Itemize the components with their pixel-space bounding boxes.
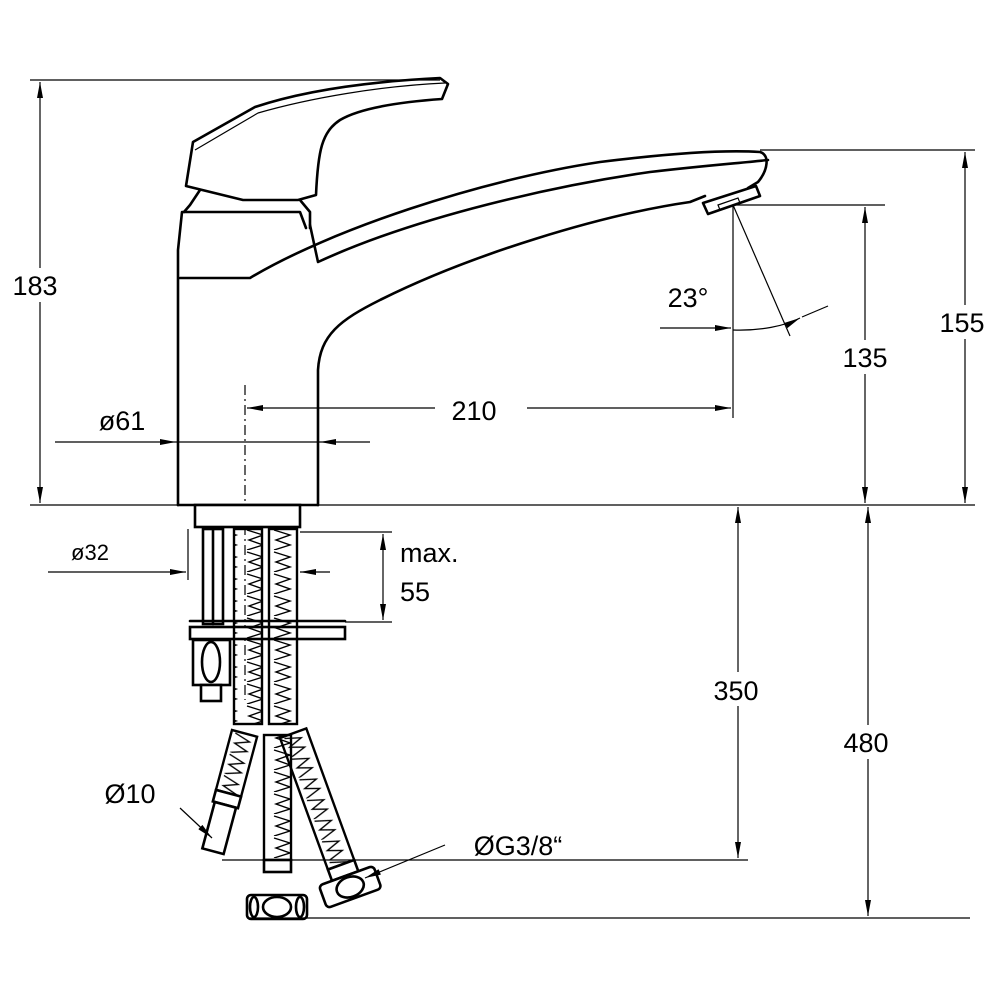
body-diameter-label: ø61	[99, 406, 146, 436]
faucet-body	[176, 150, 770, 507]
dimension-spout-height: 155	[760, 149, 995, 503]
lever-handle	[182, 76, 450, 230]
dimension-hose-length-long: 480	[250, 507, 970, 919]
dimension-outlet-clearance: 135	[735, 204, 895, 503]
total-height-label: 183	[12, 271, 57, 301]
flexible-hoses	[200, 527, 382, 921]
spray-angle-label: 23°	[668, 283, 709, 313]
max-thickness-label-line2: 55	[400, 577, 430, 607]
callout-connection-thread: ØG3/8“	[364, 831, 563, 879]
mounting-assembly	[188, 503, 347, 703]
shank-diameter-label: ø32	[71, 540, 109, 565]
hose-upper-right	[267, 527, 299, 726]
dimension-shank-diameter: ø32	[48, 529, 330, 580]
connection-thread-label: ØG3/8“	[474, 831, 563, 861]
dimension-spray-angle: 23°	[660, 204, 829, 418]
max-thickness-label-line1: max.	[400, 538, 459, 568]
hose-length-short-label: 350	[713, 676, 758, 706]
dimension-total-height: 183	[5, 79, 440, 503]
spout-reach-label: 210	[451, 396, 496, 426]
hose-diameter-label: Ø10	[104, 779, 155, 809]
hose-lower-angled	[278, 726, 382, 909]
spout-height-label: 155	[939, 308, 984, 338]
dimension-body-diameter: ø61	[55, 406, 370, 445]
hose-outlet-angled	[200, 728, 259, 856]
mounting-nut	[191, 638, 232, 687]
hose-upper-left	[232, 527, 264, 726]
hose-length-long-label: 480	[843, 728, 888, 758]
dimension-spout-reach: 210	[247, 396, 731, 426]
callout-hose-diameter: Ø10	[104, 779, 213, 839]
mounting-plate	[188, 625, 347, 641]
hose-connector-nut-1	[245, 893, 309, 921]
outlet-clearance-label: 135	[842, 343, 887, 373]
dimension-hose-length-short: 350	[222, 507, 771, 861]
dimension-max-thickness: max. 55	[300, 531, 459, 623]
